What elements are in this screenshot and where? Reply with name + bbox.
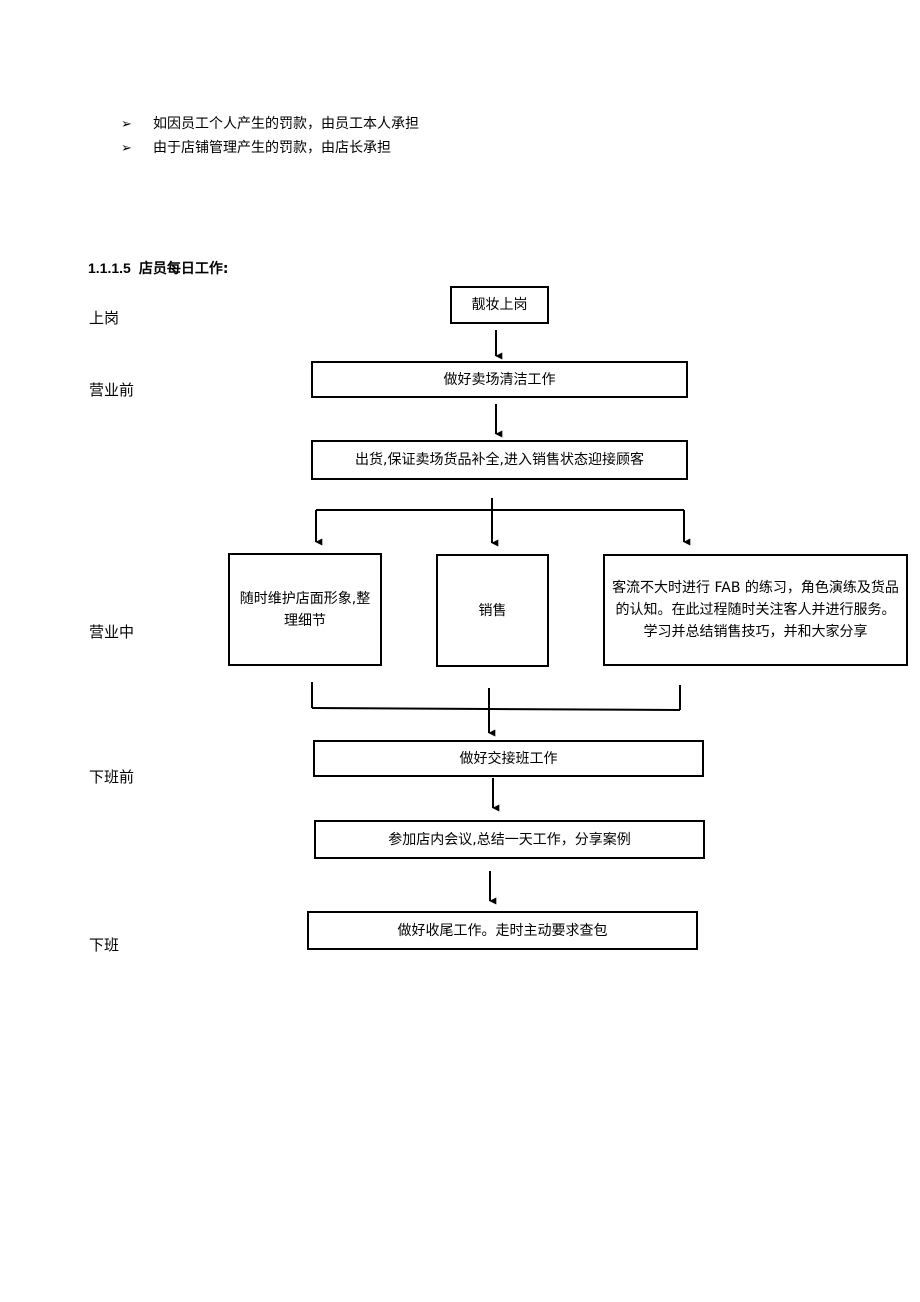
- bullet-item-2: ➢ 由于店铺管理产生的罚款，由店长承担: [121, 139, 391, 158]
- flow-box-handover: 做好交接班工作: [313, 740, 704, 777]
- flow-box-text: 做好收尾工作。走时主动要求查包: [397, 922, 608, 939]
- stage-label-xia-ban: 下班: [89, 936, 120, 954]
- flow-box-maintain: 随时维护店面形象,整理细节: [228, 553, 382, 666]
- stage-label-xia-ban-qian: 下班前: [89, 768, 135, 786]
- stage-label-ying-ye-qian: 营业前: [89, 381, 135, 399]
- flow-box-text: 做好交接班工作: [459, 750, 558, 767]
- stage-label-shang-gang: 上岗: [89, 309, 120, 327]
- flow-box-text: 靓妆上岗: [471, 297, 528, 313]
- flow-box-text: 做好卖场清洁工作: [443, 371, 556, 388]
- flow-box-cleaning: 做好卖场清洁工作: [311, 361, 688, 398]
- flow-box-text: 销售: [478, 602, 507, 619]
- flow-box-text: 参加店内会议,总结一天工作，分享案例: [388, 831, 631, 848]
- flow-box-text: 客流不大时进行 FAB 的练习，角色演练及货品的认知。在此过程随时关注客人并进行…: [612, 580, 899, 640]
- flow-box-closing: 做好收尾工作。走时主动要求查包: [307, 911, 698, 950]
- section-heading: 1.1.1.5 店员每日工作:: [88, 258, 228, 278]
- flow-box-text: 出货,保证卖场货品补全,进入销售状态迎接顾客: [355, 452, 644, 468]
- flow-box-sales: 销售: [436, 554, 549, 667]
- flow-box-meeting: 参加店内会议,总结一天工作，分享案例: [314, 820, 705, 859]
- flow-box-practice: 客流不大时进行 FAB 的练习，角色演练及货品的认知。在此过程随时关注客人并进行…: [603, 554, 908, 666]
- bullet-text: 如因员工个人产生的罚款，由员工本人承担: [153, 116, 419, 132]
- merge-bar: [311, 707, 681, 711]
- stage-label-ying-ye-zhong: 营业中: [89, 623, 135, 641]
- bullet-item-1: ➢ 如因员工个人产生的罚款，由员工本人承担: [121, 115, 419, 134]
- arrowhead-bullet-icon: ➢: [121, 117, 132, 132]
- arrowhead-bullet-icon: ➢: [121, 141, 132, 156]
- flow-box-makeup: 靓妆上岗: [450, 286, 549, 324]
- flow-box-shipping: 出货,保证卖场货品补全,进入销售状态迎接顾客: [311, 440, 688, 480]
- bullet-text: 由于店铺管理产生的罚款，由店长承担: [153, 140, 391, 156]
- flow-box-text: 随时维护店面形象,整理细节: [239, 590, 371, 629]
- section-title: 店员每日工作:: [138, 261, 229, 277]
- section-number: 1.1.1.5: [88, 260, 131, 276]
